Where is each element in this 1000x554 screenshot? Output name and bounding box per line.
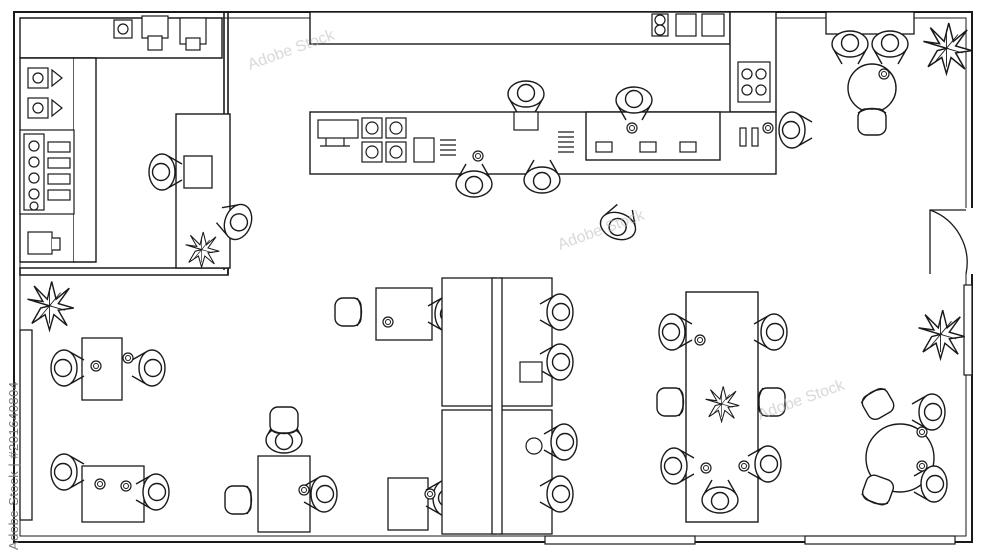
person-left-1 — [50, 349, 85, 387]
person-left-3 — [50, 453, 85, 491]
person-lounge-2 — [871, 30, 909, 65]
chair — [656, 387, 685, 417]
cup-icon — [122, 352, 134, 364]
person-barista-1 — [507, 80, 545, 115]
person-barista-3 — [778, 111, 813, 149]
laptop-icon — [519, 361, 543, 383]
cup-icon — [694, 334, 706, 346]
booth-divider — [441, 277, 553, 535]
person-left-2 — [131, 349, 166, 387]
chair — [334, 297, 363, 327]
table-left-1 — [81, 337, 123, 401]
cup-icon — [626, 122, 638, 134]
bar-appliances — [317, 13, 771, 163]
bench — [19, 329, 33, 521]
person-lounge-1 — [831, 30, 869, 65]
table-center-bottom — [387, 477, 429, 531]
plant-corner-icon — [922, 22, 973, 75]
cup-icon — [424, 488, 436, 500]
table-left-2 — [81, 465, 145, 523]
cup-icon — [298, 484, 310, 496]
watermark-side: Adobe Stock | #201640804 — [4, 300, 24, 550]
cup-icon — [878, 68, 890, 80]
svg-text:Adobe Stock: Adobe Stock — [246, 26, 338, 73]
table-center-top — [375, 287, 433, 341]
cup-icon — [120, 480, 132, 492]
chair — [858, 384, 898, 423]
cup-icon — [525, 437, 543, 455]
cup-icon — [472, 150, 484, 162]
cup-icon — [700, 462, 712, 474]
cup-icon — [916, 460, 928, 472]
cup-icon — [382, 316, 394, 328]
cup-icon — [916, 426, 928, 438]
watermark-side-text: Adobe Stock | #201640804 — [6, 381, 21, 550]
cup-icon — [738, 460, 750, 472]
kitchen-appliances — [19, 15, 207, 255]
plant-right-icon — [917, 309, 966, 360]
person-long-2 — [753, 313, 788, 351]
chair — [269, 406, 299, 435]
cup-icon — [90, 360, 102, 372]
cup-icon — [94, 478, 106, 490]
plant-left-icon — [26, 280, 75, 331]
chair — [857, 107, 887, 136]
chair — [224, 485, 253, 515]
cup-icon — [762, 122, 774, 134]
sofa — [825, 11, 915, 35]
person-right-1 — [911, 393, 946, 431]
